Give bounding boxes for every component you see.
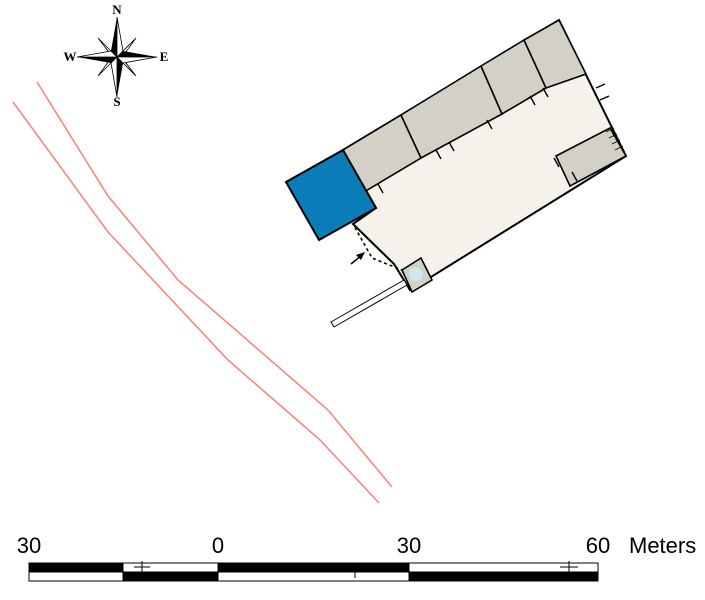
scale-unit-label: Meters	[629, 533, 696, 558]
door-markers	[377, 83, 610, 194]
scale-bar-ticks	[134, 561, 578, 578]
compass-west-label: W	[64, 49, 77, 64]
scale-label-left-30: 30	[17, 533, 41, 558]
building-complex	[284, 18, 628, 328]
scale-bar-segments	[28, 562, 599, 582]
dashed-boundary	[351, 207, 403, 271]
compass-rose-icon	[76, 16, 158, 98]
well	[409, 267, 423, 281]
compass-east-label: E	[160, 49, 169, 64]
entrance-arrow-icon	[350, 252, 365, 265]
scale-bar: 30 0 30 60 Meters	[17, 533, 696, 582]
compass-south-label: S	[113, 94, 120, 109]
scale-label-30: 30	[397, 533, 421, 558]
scale-label-60: 60	[586, 533, 610, 558]
road-edge-west	[12, 101, 380, 504]
scale-label-0: 0	[212, 533, 224, 558]
road-edge-east	[36, 81, 393, 488]
entrance-path	[330, 279, 408, 328]
stairs	[605, 127, 624, 151]
room-4	[522, 18, 588, 89]
highlighted-room	[284, 148, 378, 242]
room-east	[554, 126, 628, 188]
compass-rose: N S E W	[64, 2, 169, 109]
road	[12, 81, 393, 504]
compass-north-label: N	[112, 2, 122, 17]
